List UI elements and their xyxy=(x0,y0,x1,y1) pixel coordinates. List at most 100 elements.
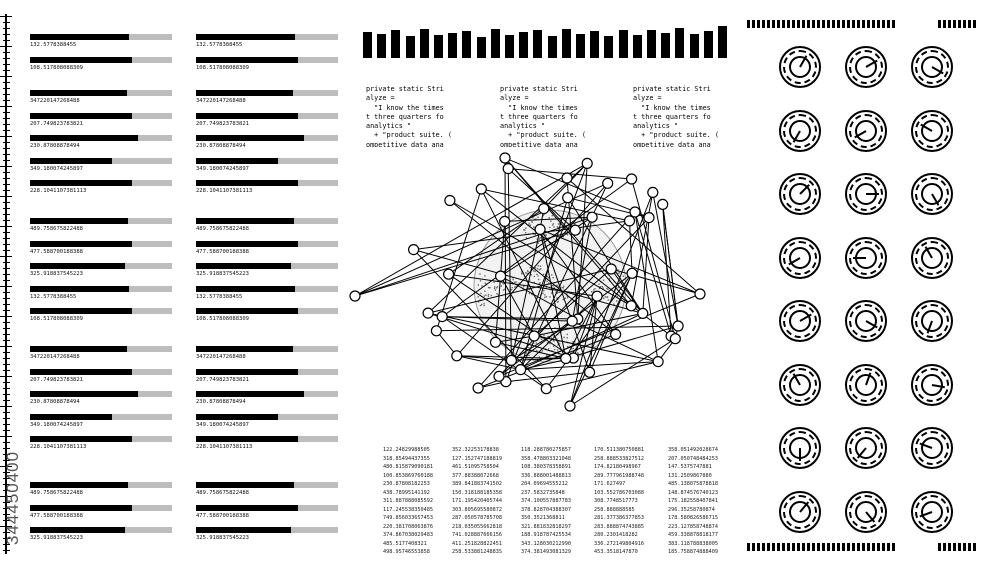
dial-teeth xyxy=(849,177,883,211)
bar-label: 228.1041107381113 xyxy=(196,188,253,194)
bar-entry: 477.588700188388 xyxy=(30,240,175,263)
network-edge xyxy=(442,316,578,320)
number-value: 188.918787425534 xyxy=(521,532,571,538)
globe-dot xyxy=(557,223,560,225)
ruler-tick xyxy=(3,532,10,533)
number-value: 352.32253178838 xyxy=(452,447,499,453)
globe-dot xyxy=(525,272,527,274)
dial-gauge xyxy=(911,490,953,533)
bar-fill xyxy=(196,90,293,96)
network-edge xyxy=(571,320,659,363)
globe-dot xyxy=(563,289,565,291)
bar-fill xyxy=(196,263,292,269)
ruler-tick xyxy=(3,502,10,503)
ruler-tick xyxy=(0,286,12,287)
ruler-tick xyxy=(3,238,10,239)
dial-teeth xyxy=(849,304,883,338)
globe-dot xyxy=(533,281,535,284)
ruler-tick xyxy=(3,340,10,341)
equalizer-bar xyxy=(533,30,543,58)
ruler-tick xyxy=(3,280,10,281)
number-value: 178.580826586715 xyxy=(668,515,718,521)
number-value: 438.78995141192 xyxy=(383,489,430,496)
equalizer-bar xyxy=(377,34,387,58)
globe-dot xyxy=(514,286,516,288)
ruler-tick xyxy=(3,244,10,245)
code-line: t three quarters fo xyxy=(633,112,711,121)
ruler-tick xyxy=(3,184,10,185)
globe-dot xyxy=(623,287,625,290)
network-edge xyxy=(441,178,632,318)
bar-entry: 477.588700188388 xyxy=(196,504,341,527)
bar-label: 230.87808878494 xyxy=(30,399,80,405)
network-edge xyxy=(662,204,679,327)
bar-track xyxy=(30,504,172,511)
ruler-tick xyxy=(3,472,10,473)
ruler-tick xyxy=(3,232,10,233)
bar-fill xyxy=(30,391,138,397)
network-edge xyxy=(539,229,591,373)
globe-dot xyxy=(561,225,563,227)
network-node xyxy=(623,215,636,227)
ruler-tick xyxy=(3,412,10,413)
network-edge xyxy=(495,341,566,359)
ruler-tick xyxy=(3,160,10,161)
bar-track xyxy=(196,391,338,397)
dial-teeth xyxy=(915,304,949,338)
globe-dot xyxy=(539,282,541,284)
network-node xyxy=(436,311,448,323)
bar-entry: 207.749823783821 xyxy=(30,112,175,135)
bar-fill xyxy=(196,135,304,141)
network-node xyxy=(657,198,669,211)
bar-track xyxy=(196,263,338,269)
globe-dot xyxy=(616,295,619,298)
dial-ring xyxy=(779,490,821,533)
dial-teeth xyxy=(915,367,949,402)
bar-fill xyxy=(196,218,294,224)
globe-dot xyxy=(479,273,481,275)
network-node xyxy=(442,268,455,280)
globe-dot xyxy=(566,295,569,297)
ruler-tick xyxy=(3,328,10,329)
ruler-tick xyxy=(3,148,10,149)
ruler-tick xyxy=(0,406,12,407)
network-node xyxy=(561,172,573,184)
globe-dot xyxy=(562,285,565,287)
ruler-tick xyxy=(3,100,10,101)
dial-gauge xyxy=(845,490,887,533)
network-node xyxy=(625,300,637,312)
network-edge xyxy=(505,163,588,382)
equalizer-bar xyxy=(490,29,500,58)
globe-dot xyxy=(541,350,544,352)
bar-label: 132.5778388455 xyxy=(30,42,77,48)
bar-entry: 349.180074245897 xyxy=(30,413,175,436)
ruler-tick xyxy=(3,250,10,251)
dial-ring xyxy=(779,363,821,406)
globe-dot xyxy=(525,352,528,354)
network-node xyxy=(407,243,420,256)
bar-track xyxy=(30,263,172,269)
dial-ring xyxy=(779,427,821,469)
dial-ring xyxy=(911,363,953,406)
ruler-tick xyxy=(3,370,10,371)
globe-dot xyxy=(553,242,556,244)
bar-label: 349.180074245897 xyxy=(30,421,83,428)
dial-gauge xyxy=(845,109,887,152)
network-node xyxy=(472,382,484,394)
bar-entry: 477.588700188388 xyxy=(196,240,341,263)
network-node xyxy=(564,400,576,412)
bar-label: 228.1041107381113 xyxy=(196,444,253,450)
code-line: alyze = xyxy=(633,94,662,103)
bar-entry: 207.749823783821 xyxy=(196,368,341,391)
network-node xyxy=(672,320,684,332)
globe-dot xyxy=(546,342,549,344)
code-line: + "product suite. ( xyxy=(500,131,586,140)
bar-label: 477.588700188388 xyxy=(196,248,249,255)
network-edge xyxy=(427,312,659,363)
bar-fill xyxy=(196,240,299,247)
dial-ring xyxy=(845,427,887,469)
network-edge xyxy=(354,162,588,297)
